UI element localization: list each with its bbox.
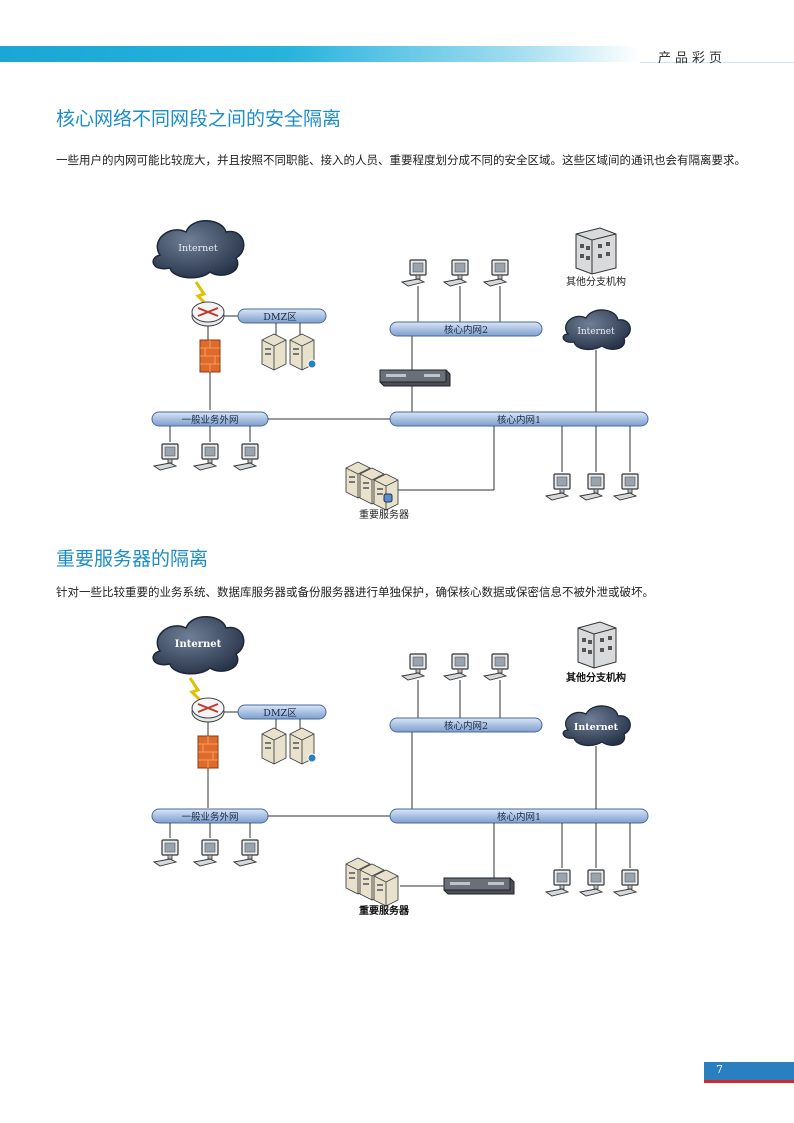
database-icon [383, 493, 393, 503]
dmz-server-1-icon [261, 727, 287, 765]
router-icon [191, 301, 225, 327]
pc-icon [613, 473, 639, 501]
firewall-icon [199, 339, 221, 373]
important-server-icon [373, 473, 399, 511]
core1-pipe: 核心内网1 [389, 411, 649, 427]
firewall-icon [197, 735, 219, 769]
servers-label: 重要服务器 [359, 508, 409, 521]
svg-text:DMZ区: DMZ区 [263, 312, 297, 323]
pc-icon [545, 473, 571, 501]
branch-internet-cloud: Internet [562, 309, 631, 351]
pc-icon [483, 653, 509, 681]
svg-text:核心内网2: 核心内网2 [444, 324, 488, 336]
svg-text:核心内网1: 核心内网1 [497, 414, 541, 426]
header-gradient-bar [0, 46, 640, 62]
general-net-pipe: 一般业务外网 [151, 808, 269, 824]
pc-icon [401, 653, 427, 681]
header-label: 产品彩页 [658, 51, 727, 66]
core2-pipe: 核心内网2 [389, 717, 543, 733]
pc-icon [401, 259, 427, 287]
pc-icon [193, 839, 219, 867]
core2-pipe: 核心内网2 [389, 321, 543, 337]
svg-text:一般业务外网: 一般业务外网 [181, 414, 238, 426]
network-diagram-1: Internet DMZ区 一般业务外网 核心内网2 [151, 220, 649, 521]
svg-text:Internet: Internet [574, 722, 619, 733]
dmz-pipe: DMZ区 [237, 704, 327, 720]
pc-icon [579, 473, 605, 501]
branch-label: 其他分支机构 [566, 671, 626, 684]
core1-pipe: 核心内网1 [389, 808, 649, 824]
section-paragraph-1: 一些用户的内网可能比较庞大，并且按照不同职能、接入的人员、重要程度划分成不同的安… [56, 153, 746, 167]
pc-icon [483, 259, 509, 287]
svg-text:一般业务外网: 一般业务外网 [181, 811, 238, 823]
branch-building-icon [577, 621, 617, 669]
lightning-icon [194, 281, 210, 308]
section-title-2: 重要服务器的隔离 [56, 548, 209, 570]
footer-red-rule [704, 1080, 794, 1083]
section-paragraph-2: 针对一些比较重要的业务系统、数据库服务器或备份服务器进行单独保护，确保核心数据或… [56, 585, 654, 599]
pc-icon [443, 259, 469, 287]
general-net-pipe: 一般业务外网 [151, 411, 269, 427]
pc-icon [153, 443, 179, 471]
isolation-appliance-icon [379, 369, 451, 387]
svg-text:核心内网1: 核心内网1 [497, 811, 541, 823]
pc-icon [233, 839, 259, 867]
pc-icon [233, 443, 259, 471]
router-icon [191, 697, 225, 723]
pc-icon [193, 443, 219, 471]
internet-label: Internet [175, 639, 222, 650]
dmz-server-1-icon [261, 333, 287, 371]
section-title-1: 核心网络不同网段之间的安全隔离 [56, 108, 342, 130]
lightning-icon [188, 677, 204, 704]
svg-text:DMZ区: DMZ区 [263, 708, 297, 719]
page-number: 7 [716, 1063, 723, 1076]
pc-icon [153, 839, 179, 867]
branch-internet-cloud: Internet [562, 705, 631, 747]
footer-page-box [704, 1062, 794, 1080]
pc-icon [443, 653, 469, 681]
header-rule [640, 62, 794, 63]
pc-icon [613, 869, 639, 897]
branch-building-icon [575, 227, 617, 275]
isolation-appliance-icon [443, 877, 515, 895]
pc-icon [545, 869, 571, 897]
branch-label: 其他分支机构 [566, 275, 626, 288]
internet-cloud: Internet [152, 616, 245, 675]
dmz-pipe: DMZ区 [237, 308, 327, 324]
svg-text:核心内网2: 核心内网2 [444, 720, 488, 732]
network-diagram-2: Internet DMZ区 一般业务外网 核心内网2 核心内 [151, 616, 649, 917]
important-server-icon [373, 869, 399, 907]
servers-label: 重要服务器 [359, 904, 410, 917]
internet-cloud: Internet [152, 220, 245, 279]
globe-icon [307, 359, 317, 369]
svg-text:Internet: Internet [577, 327, 615, 337]
pc-icon [579, 869, 605, 897]
globe-icon [307, 753, 317, 763]
internet-label: Internet [178, 243, 218, 254]
